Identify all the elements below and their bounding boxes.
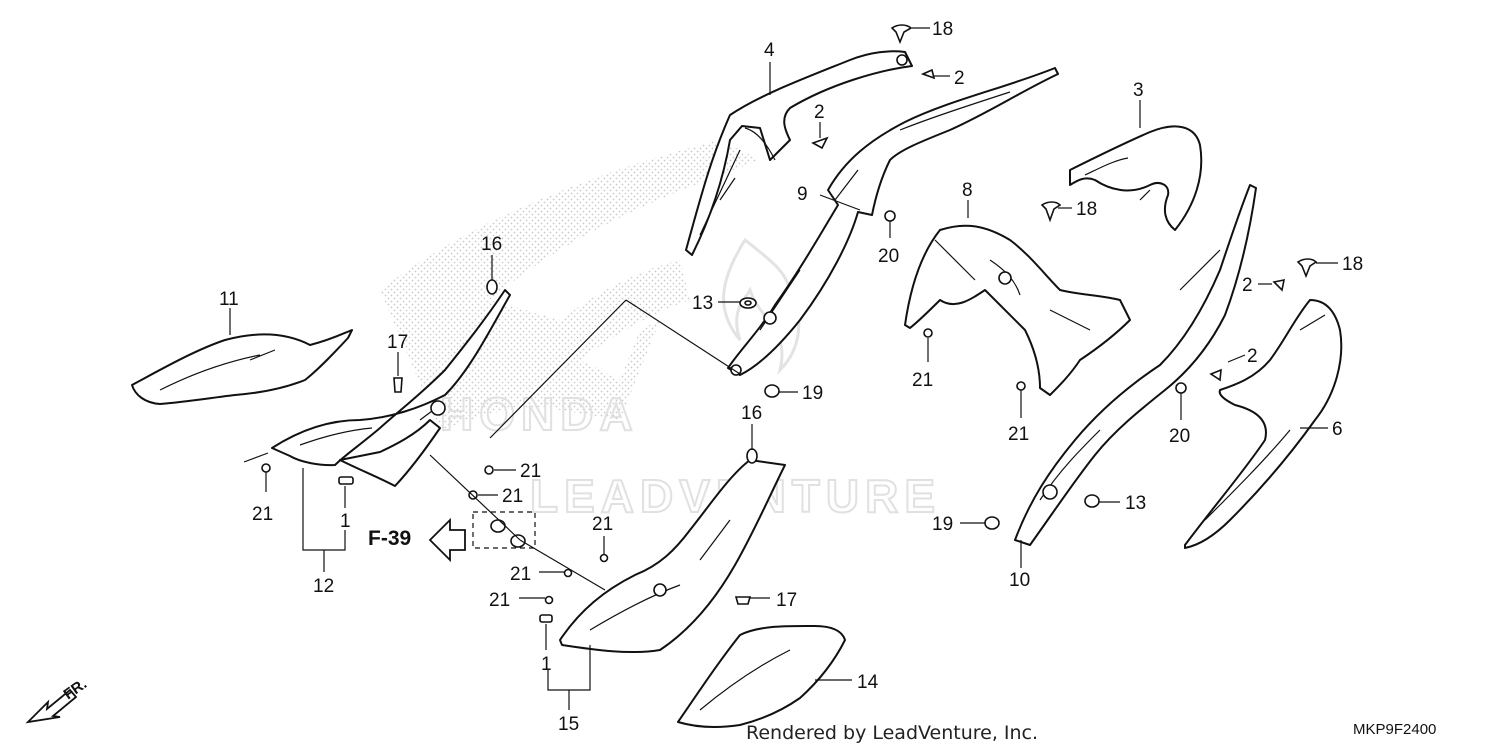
- part-8-rear-inner-panel[interactable]: [904, 224, 1131, 396]
- callout-9[interactable]: 9: [797, 184, 808, 205]
- callout-17[interactable]: 17: [387, 332, 408, 353]
- leader-lines: [229, 27, 1338, 710]
- callout-13[interactable]: 13: [692, 293, 713, 314]
- front-arrow-icon: [25, 688, 78, 724]
- part-9-frame-bracket[interactable]: [727, 67, 1059, 376]
- part-15-center-lower-cover[interactable]: [559, 459, 786, 654]
- callout-19[interactable]: 19: [802, 383, 823, 404]
- reference-f-39[interactable]: F-39: [368, 517, 466, 563]
- callout-11[interactable]: 11: [219, 289, 239, 310]
- callout-16[interactable]: 16: [741, 403, 762, 424]
- orientation-indicator: FR.: [25, 675, 90, 724]
- callout-1[interactable]: 1: [340, 511, 351, 532]
- part-14-front-cover[interactable]: [677, 624, 846, 728]
- part-3-seat-cowl[interactable]: [1069, 125, 1203, 231]
- callout-6[interactable]: 6: [1332, 419, 1343, 440]
- callout-21[interactable]: 21: [502, 486, 523, 507]
- callout-13[interactable]: 13: [1125, 493, 1146, 514]
- callout-14[interactable]: 14: [857, 672, 879, 693]
- callout-15[interactable]: 15: [558, 714, 579, 735]
- callout-18[interactable]: 18: [1342, 254, 1363, 275]
- callouts: 4 18 2 2 3 9 20 8 18 16 11 13 17 19 21 1…: [219, 19, 1363, 735]
- callout-19[interactable]: 19: [932, 514, 953, 535]
- hardware: [261, 24, 1318, 623]
- callout-21[interactable]: 21: [520, 461, 541, 482]
- callout-21[interactable]: 21: [489, 590, 510, 611]
- callout-18[interactable]: 18: [932, 19, 953, 40]
- part-4-rear-upper-cover[interactable]: [685, 50, 913, 256]
- part-10-frame-bracket[interactable]: [1014, 184, 1257, 546]
- part-6-right-side-cover[interactable]: [1184, 299, 1343, 549]
- callout-3[interactable]: 3: [1133, 80, 1144, 101]
- callout-21[interactable]: 21: [912, 370, 933, 391]
- reference-label[interactable]: F-39: [368, 527, 411, 550]
- callout-17[interactable]: 17: [776, 590, 797, 611]
- callout-21[interactable]: 21: [252, 504, 273, 525]
- callout-2[interactable]: 2: [954, 68, 965, 89]
- callout-20[interactable]: 20: [878, 246, 899, 267]
- callout-21[interactable]: 21: [1008, 424, 1029, 445]
- callout-10[interactable]: 10: [1009, 570, 1030, 591]
- callout-21[interactable]: 21: [592, 514, 613, 535]
- callout-18[interactable]: 18: [1076, 199, 1097, 220]
- callout-20[interactable]: 20: [1169, 426, 1190, 447]
- diagram-code: MKP9F2400: [1353, 721, 1436, 738]
- callout-2[interactable]: 2: [1247, 346, 1258, 367]
- watermark-honda: HONDA: [440, 388, 639, 440]
- render-credit: Rendered by LeadVenture, Inc.: [746, 722, 1038, 744]
- part-11-small-cover[interactable]: [131, 329, 353, 405]
- callout-21[interactable]: 21: [510, 564, 531, 585]
- callout-1[interactable]: 1: [541, 654, 552, 675]
- reference-arrow-icon: [428, 517, 466, 563]
- callout-8[interactable]: 8: [962, 180, 973, 201]
- part-12-left-lower-cover[interactable]: [271, 289, 511, 487]
- callout-16[interactable]: 16: [481, 234, 502, 255]
- callout-2[interactable]: 2: [1242, 275, 1253, 296]
- callout-2[interactable]: 2: [814, 102, 825, 123]
- callout-4[interactable]: 4: [764, 40, 775, 61]
- callout-12[interactable]: 12: [313, 576, 334, 597]
